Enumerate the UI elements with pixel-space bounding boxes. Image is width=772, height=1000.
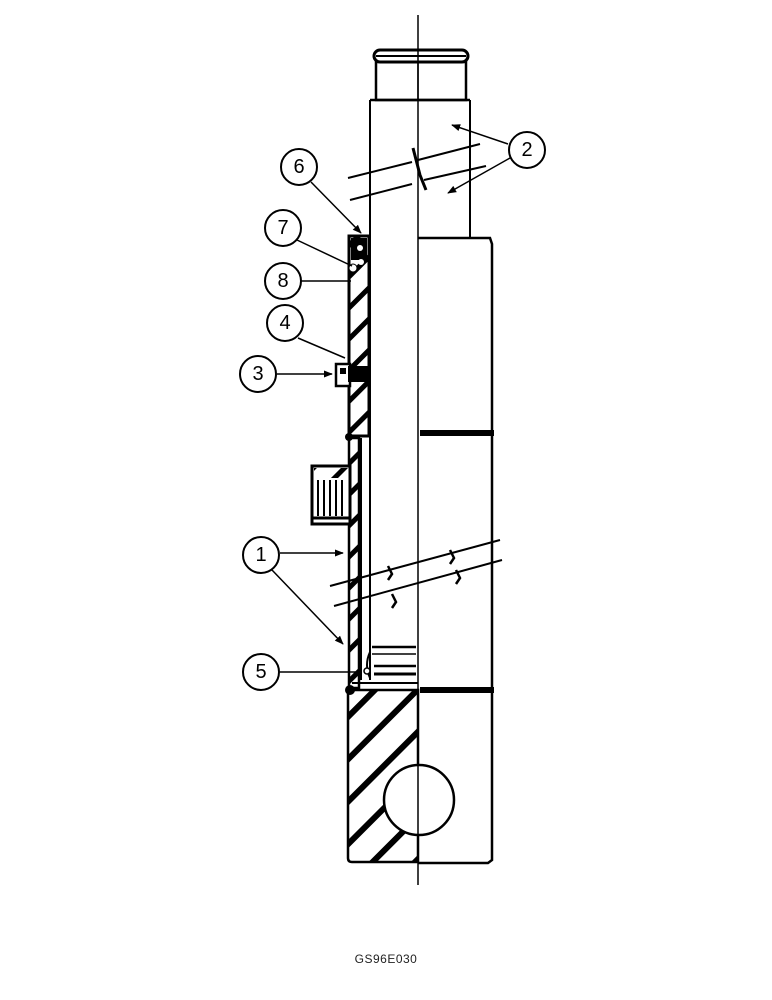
svg-text:6: 6 (293, 156, 304, 178)
svg-text:8: 8 (277, 270, 288, 292)
svg-text:1: 1 (255, 544, 266, 566)
housing-section-upper (347, 234, 371, 438)
shaft-lower-grooves (363, 600, 416, 679)
svg-text:4: 4 (279, 312, 290, 334)
leader-lines (271, 124, 511, 673)
callout-4: 4 (266, 304, 304, 342)
callout-5: 5 (242, 653, 280, 691)
callout-1: 1 (242, 536, 280, 574)
ball (382, 763, 456, 837)
plug (334, 362, 368, 388)
callout-6: 6 (280, 148, 318, 186)
callout-8: 8 (264, 262, 302, 300)
housing-body (418, 236, 494, 865)
break-lines-middle (329, 539, 503, 609)
callout-2: 2 (508, 131, 546, 169)
shaft-top-collar (372, 48, 470, 102)
svg-text:5: 5 (255, 661, 266, 683)
svg-text:2: 2 (521, 139, 532, 161)
figure-id-label: GS96E030 (354, 952, 418, 966)
break-lines-top (347, 143, 487, 201)
svg-text:3: 3 (252, 363, 263, 385)
svg-text:7: 7 (277, 217, 288, 239)
callout-3: 3 (239, 355, 277, 393)
side-fitting (310, 464, 352, 526)
callout-7: 7 (264, 209, 302, 247)
